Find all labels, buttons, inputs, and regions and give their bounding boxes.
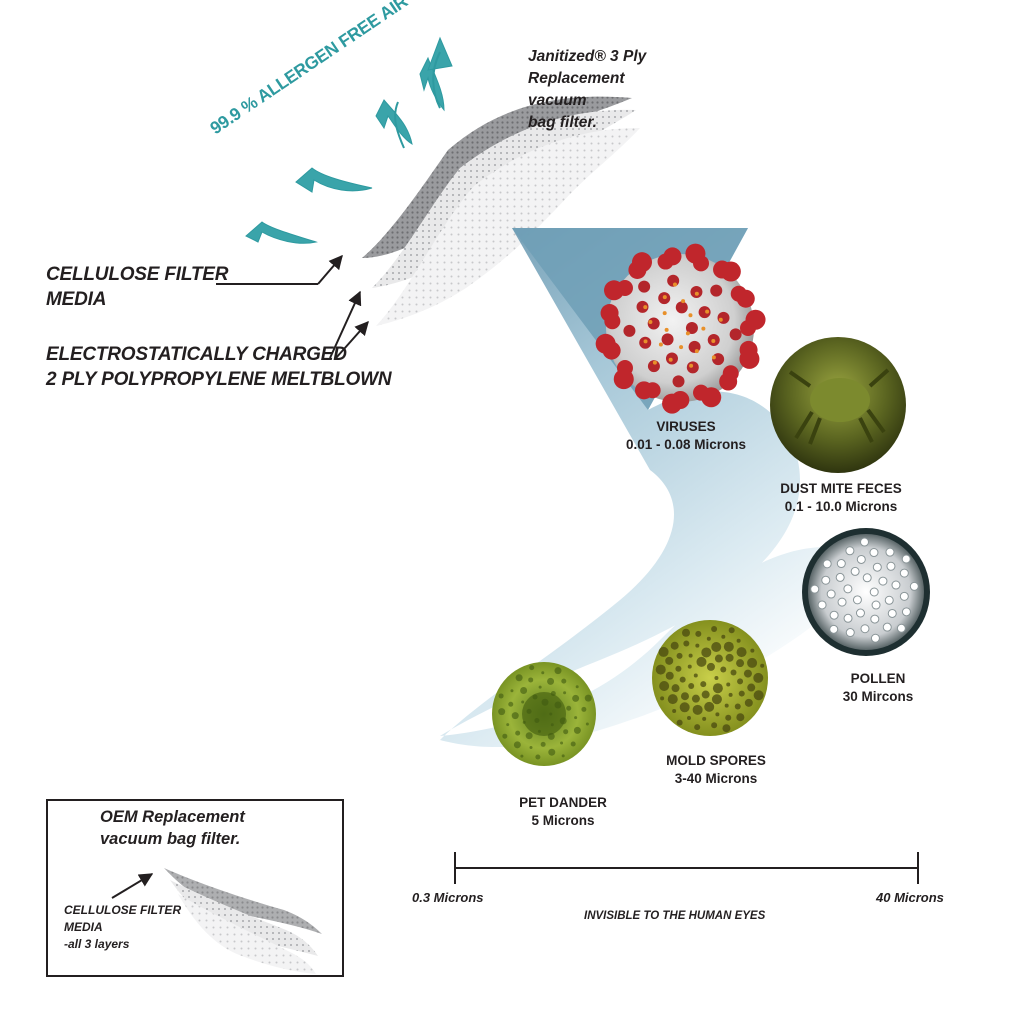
air-arrows [245,36,453,244]
particle-size: 0.1 - 10.0 Microns [784,499,898,514]
air-arrow-icon [245,221,318,244]
cellulose-pointer-arrow [317,254,343,285]
cellulose-label-line: MEDIA [46,289,107,310]
air-arrow-icon [295,167,373,193]
particle-name: DUST MITE FECES [780,481,902,496]
electro-label-line: 2 PLY POLYPROPYLENE MELTBLOWN [46,369,392,390]
scale-max-label: 40 Microns [876,890,944,905]
pet-dander-caption: PET DANDER 5 Microns [508,794,618,830]
product-label-line: Replacement [528,70,625,87]
scale-min-label: 0.3 Microns [412,890,484,905]
oem-layer-label-line: CELLULOSE FILTER [64,903,182,917]
particle-size: 3-40 Microns [674,771,758,786]
filter-layers [362,96,640,326]
polypropylene-layer-2 [376,128,640,326]
electro-pointer-1 [329,290,362,359]
particle-name: VIRUSES [656,419,716,434]
scale-caption: INVISIBLE TO THE HUMAN EYES [584,910,766,922]
electro-label: ELECTROSTATICALLY CHARGED 2 PLY POLYPROP… [46,342,392,392]
dust-mite-icon [770,337,906,473]
oem-comparison-box [46,799,344,977]
electro-label-line: ELECTROSTATICALLY CHARGED [46,344,347,365]
product-label-line: bag filter. [528,114,597,131]
particle-name: POLLEN [850,671,906,686]
oem-layer-label: CELLULOSE FILTER MEDIA -all 3 layers [64,902,181,953]
oem-filter-layers [111,868,322,974]
mold-spore-caption: MOLD SPORES 3-40 Microns [656,752,776,788]
particle-size: 5 Microns [531,813,595,828]
product-label: Janitized® 3 Ply Replacement vacuum bag … [528,46,646,134]
air-arrow-icon [375,99,413,146]
oem-layer-label-line: MEDIA [64,920,103,934]
pollen-caption: POLLEN 30 Mircons [818,670,938,706]
virus-icon [595,243,766,414]
pollen-icon [802,528,930,656]
virus-caption: VIRUSES 0.01 - 0.08 Microns [606,418,766,454]
pet-dander-icon [492,662,596,766]
product-label-line: Janitized® 3 Ply [528,48,647,65]
particle-size: 30 Mircons [842,689,914,704]
cellulose-label: CELLULOSE FILTER MEDIA [46,262,228,312]
particle-size: 0.01 - 0.08 Microns [625,437,747,452]
oem-layer-label-line: -all 3 layers [64,937,130,951]
electro-pointer-2 [335,320,369,359]
mold-spore-icon [652,620,768,736]
dust-mite-caption: DUST MITE FECES 0.1 - 10.0 Microns [766,480,916,516]
cellulose-label-line: CELLULOSE FILTER [46,264,229,285]
oem-title-line: OEM Replacement [100,808,245,826]
particle-name: PET DANDER [519,795,607,810]
oem-title: OEM Replacement vacuum bag filter. [100,806,245,850]
particle-name: MOLD SPORES [666,753,766,768]
size-scale [454,852,919,884]
oem-title-line: vacuum bag filter. [100,830,241,848]
product-label-line: vacuum [528,92,587,109]
particle-funnel [440,228,880,748]
